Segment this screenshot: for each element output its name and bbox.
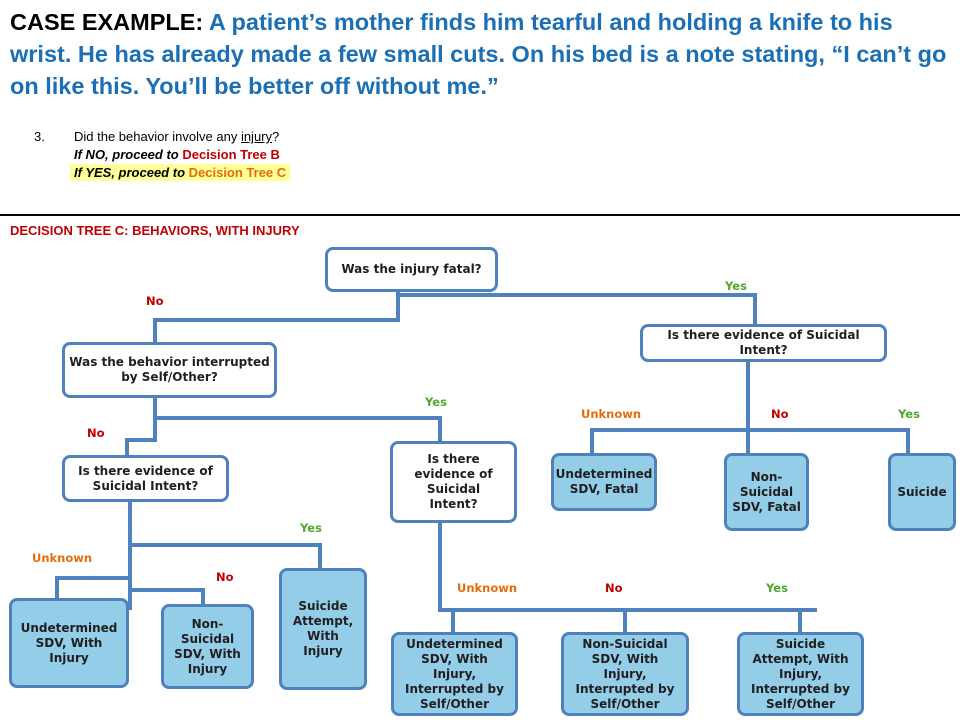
question-text: Did the behavior involve any injury? <box>74 128 404 146</box>
label-intent-yes: Yes <box>300 521 322 535</box>
case-example-text: A patient’s mother finds him tearful and… <box>10 9 947 99</box>
label-intent-no: No <box>216 570 234 584</box>
label-intent-interrupted-no: No <box>605 581 623 595</box>
if-yes-target: Decision Tree C <box>188 165 287 180</box>
node-injury-fatal: Was the injury fatal? <box>325 247 498 292</box>
outcome-undetermined-interrupted: Undetermined SDV, With Injury, Interrupt… <box>391 632 518 716</box>
label-interrupted-yes: Yes <box>425 395 447 409</box>
label-intent-fatal-yes: Yes <box>898 407 920 421</box>
question-number: 3. <box>34 129 45 144</box>
decision-tree-title: DECISION TREE C: BEHAVIORS, WITH INJURY <box>10 223 300 238</box>
case-example: CASE EXAMPLE: A patient’s mother finds h… <box>10 6 950 102</box>
outcome-attempt-interrupted: Suicide Attempt, With Injury, Interrupte… <box>737 632 864 716</box>
outcome-undetermined-fatal: Undetermined SDV, Fatal <box>551 453 657 511</box>
label-intent-fatal-no: No <box>771 407 789 421</box>
node-intent-not-interrupted: Is there evidence of Suicidal Intent? <box>62 455 229 502</box>
question-text-before: Did the behavior involve any <box>74 129 241 144</box>
label-intent-interrupted-yes: Yes <box>766 581 788 595</box>
label-interrupted-no: No <box>87 426 105 440</box>
label-fatal-yes: Yes <box>725 279 747 293</box>
question-underlined: injury <box>240 129 273 144</box>
outcome-attempt-injury: Suicide Attempt, With Injury <box>279 568 367 690</box>
outcome-nonsuicidal-fatal: Non-Suicidal SDV, Fatal <box>724 453 809 531</box>
label-intent-interrupted-unknown: Unknown <box>457 581 518 595</box>
if-no-line: If NO, proceed to Decision Tree B <box>74 146 404 164</box>
divider <box>0 214 960 216</box>
outcome-nonsuicidal-interrupted: Non-Suicidal SDV, With Injury, Interrupt… <box>561 632 689 716</box>
node-intent-fatal: Is there evidence of Suicidal Intent? <box>640 324 887 362</box>
if-no-target: Decision Tree B <box>182 147 280 162</box>
if-yes-prefix: If YES, proceed to <box>74 165 189 180</box>
question-text-after: ? <box>272 129 280 144</box>
node-interrupted: Was the behavior interrupted by Self/Oth… <box>62 342 277 398</box>
outcome-suicide: Suicide <box>888 453 956 531</box>
case-example-label: CASE EXAMPLE: <box>10 9 204 35</box>
label-intent-fatal-unknown: Unknown <box>581 407 642 421</box>
label-fatal-no: No <box>146 294 164 308</box>
outcome-nonsuicidal-injury: Non-Suicidal SDV, With Injury <box>161 604 254 689</box>
if-no-prefix: If NO, proceed to <box>74 147 183 162</box>
if-yes-line: If YES, proceed to Decision Tree C <box>70 164 404 182</box>
outcome-undetermined-injury: Undetermined SDV, With Injury <box>9 598 129 688</box>
node-intent-interrupted: Is there evidence of Suicidal Intent? <box>390 441 517 523</box>
label-intent-unknown: Unknown <box>32 551 93 565</box>
